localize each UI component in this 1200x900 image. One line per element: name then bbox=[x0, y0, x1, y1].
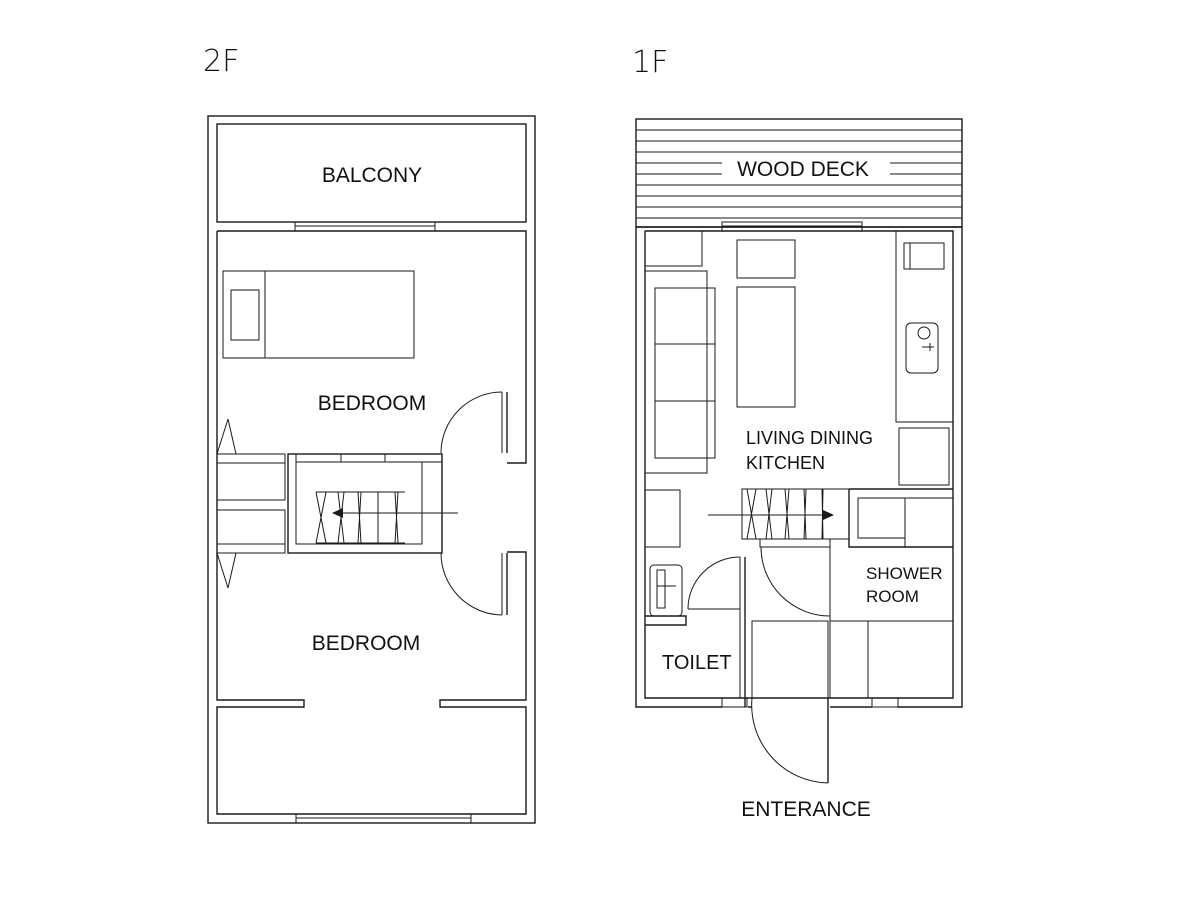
bedroom-bottom-door bbox=[440, 552, 508, 616]
side-table bbox=[644, 230, 703, 267]
entrance-label: ENTERANCE bbox=[741, 798, 871, 821]
balcony-window bbox=[294, 221, 436, 232]
entrance-door bbox=[721, 620, 899, 784]
wood-deck bbox=[635, 118, 963, 228]
shower-label-line1: SHOWER bbox=[866, 564, 943, 583]
ldk-label-line2: KITCHEN bbox=[746, 453, 825, 473]
washbasin bbox=[857, 497, 906, 539]
upper-interior-walls bbox=[216, 230, 527, 815]
deck-door bbox=[721, 221, 863, 232]
shower-label-line2: ROOM bbox=[866, 587, 919, 606]
ground-floor-plan: 1F bbox=[632, 45, 963, 821]
cooktop bbox=[903, 242, 945, 270]
kitchen-sink bbox=[905, 322, 939, 374]
left-closets bbox=[216, 418, 286, 589]
floor-title-1f: 1F bbox=[632, 45, 668, 80]
bottom-window bbox=[295, 813, 472, 824]
washing-machine bbox=[904, 497, 954, 548]
ground-outer-wall bbox=[635, 226, 963, 708]
shower-room bbox=[760, 488, 954, 699]
bedroom-top-label: BEDROOM bbox=[318, 392, 427, 415]
ground-stairs bbox=[708, 488, 850, 548]
ldk-label-line1: LIVING DINING bbox=[746, 428, 873, 448]
toilet-label: TOILET bbox=[662, 652, 732, 674]
kitchen-counter bbox=[895, 230, 954, 423]
bedroom-top-door bbox=[440, 391, 508, 454]
pillow bbox=[230, 289, 260, 341]
sofa bbox=[644, 270, 716, 474]
floor-title-2f: 2F bbox=[203, 44, 239, 79]
bed bbox=[222, 270, 415, 359]
toilet-bowl bbox=[649, 564, 683, 617]
refrigerator bbox=[898, 427, 950, 486]
wood-deck-label: WOOD DECK bbox=[737, 158, 869, 181]
toilet-room bbox=[645, 556, 746, 707]
balcony-label: BALCONY bbox=[322, 164, 422, 187]
upper-floor-plan: 2F bbox=[203, 44, 536, 824]
upper-stair-core bbox=[287, 453, 458, 554]
bedroom-bottom-label: BEDROOM bbox=[312, 632, 421, 655]
tv-stand bbox=[736, 239, 796, 279]
coffee-table bbox=[736, 286, 796, 408]
storage-cabinet bbox=[644, 489, 681, 548]
